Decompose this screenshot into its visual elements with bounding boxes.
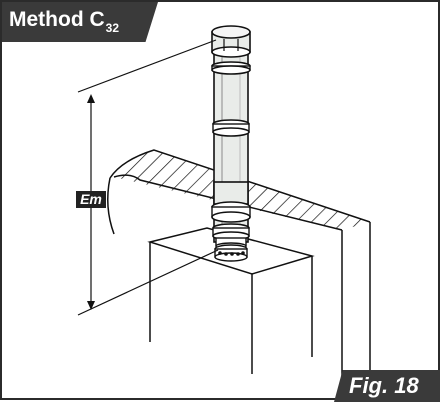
method-title: Method C32 <box>9 6 119 42</box>
method-title-subscript: 32 <box>105 21 120 35</box>
figure-label: Fig. 18 <box>349 373 419 398</box>
pipe-coupling-middle <box>212 119 250 137</box>
em-dimension-label: Em <box>76 191 106 208</box>
method-title-main: Method C <box>9 8 105 31</box>
method-title-tab: Method C32 <box>2 2 158 42</box>
svg-text:Em: Em <box>80 191 102 207</box>
pipe-coupling-upper <box>211 61 251 75</box>
flue-terminal-cap <box>211 25 251 58</box>
dimension-extension-lines <box>77 39 219 316</box>
roof-flashing-collar <box>211 201 251 223</box>
figure-label-tab: Fig. 18 <box>334 370 440 402</box>
boiler-flue-adaptor <box>214 237 248 262</box>
